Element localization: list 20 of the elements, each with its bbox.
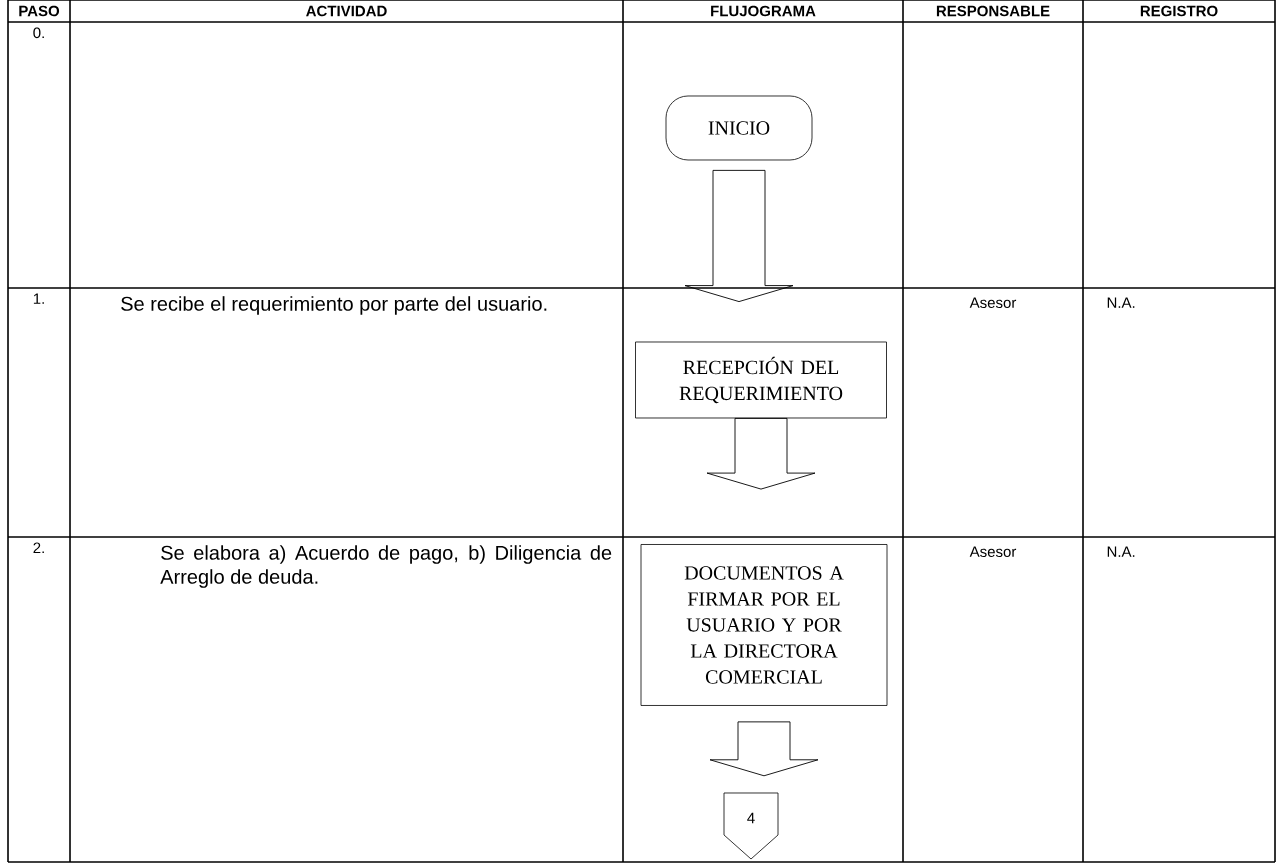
record-text: N.A. (1107, 546, 1135, 557)
block-arrow (706, 417, 816, 490)
step-number: 2. (33, 542, 44, 553)
record-text: N.A. (1107, 297, 1135, 308)
block-arrow (684, 169, 794, 303)
column-header: REGISTRO (1140, 5, 1218, 17)
step-number: 1. (33, 293, 44, 304)
block-arrow (709, 721, 819, 777)
column-header: ACTIVIDAD (306, 5, 387, 17)
process-box: RECEPCIÓN DEL REQUERIMIENTO (635, 341, 887, 419)
off-page-connector: 4 (723, 792, 779, 860)
column-header: FLUJOGRAMA (711, 5, 816, 17)
column-header: PASO (19, 5, 60, 17)
column-header: RESPONSABLE (936, 5, 1050, 17)
step-number: 0. (33, 27, 44, 39)
activity-text: Se recibe el requerimiento por parte del usuario. (121, 296, 547, 315)
process-box: DOCUMENTOS A FIRMAR POR EL USUARIO Y POR LA DIRECTORA COMERCIAL (640, 544, 888, 706)
responsible-text: Asesor (969, 297, 1017, 308)
responsible-text: Asesor (969, 546, 1017, 557)
activity-text: Se elabora a) Acuerdo de pago, b) Diligencia de Arreglo de deuda. (160, 545, 612, 588)
